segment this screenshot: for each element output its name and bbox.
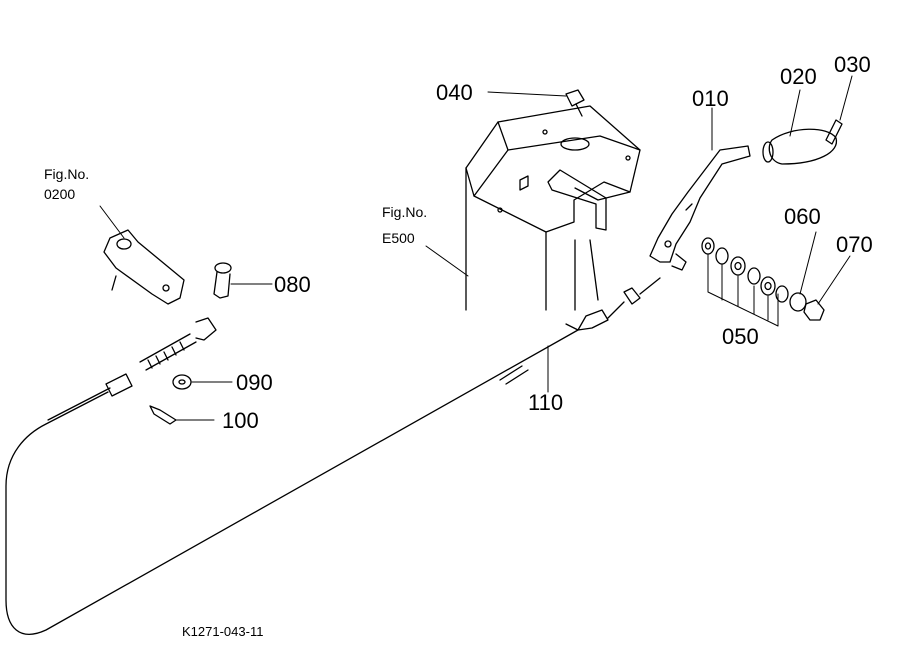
- control-cable: [5, 277, 661, 635]
- fig-ref-e500-title: Fig.No.: [382, 204, 428, 220]
- washer-stack: [701, 237, 789, 303]
- fig-ref-0200-number: 0200: [44, 186, 76, 202]
- part-label-010: 010: [692, 86, 729, 111]
- washer: [172, 374, 192, 390]
- part-label-020: 020: [780, 64, 817, 89]
- knob-pin: [825, 119, 843, 145]
- mounting-bracket: [465, 105, 641, 311]
- part-label-060: 060: [784, 204, 821, 229]
- cotter-pin: [149, 405, 177, 425]
- part-label-110: 110: [528, 390, 564, 415]
- bolt: [565, 89, 585, 117]
- spring-washer: [789, 292, 807, 312]
- lever-knob: [762, 128, 838, 165]
- fig-ref-e500-number: E500: [382, 230, 415, 246]
- fig-ref-0200-title: Fig.No.: [44, 166, 90, 182]
- lock-nut: [803, 299, 825, 321]
- part-label-080: 080: [274, 272, 311, 297]
- clevis-pin: [213, 262, 232, 299]
- linkage-plate: [103, 229, 185, 305]
- part-label-050: 050: [722, 324, 759, 349]
- part-label-090: 090: [236, 370, 273, 395]
- part-label-030: 030: [834, 52, 871, 77]
- drawing-code: K1271-043-11: [182, 624, 264, 639]
- lever-arm: [649, 145, 751, 271]
- part-label-040: 040: [436, 80, 473, 105]
- leader-lines: [99, 75, 853, 421]
- part-label-070: 070: [836, 232, 873, 257]
- part-label-100: 100: [222, 408, 259, 433]
